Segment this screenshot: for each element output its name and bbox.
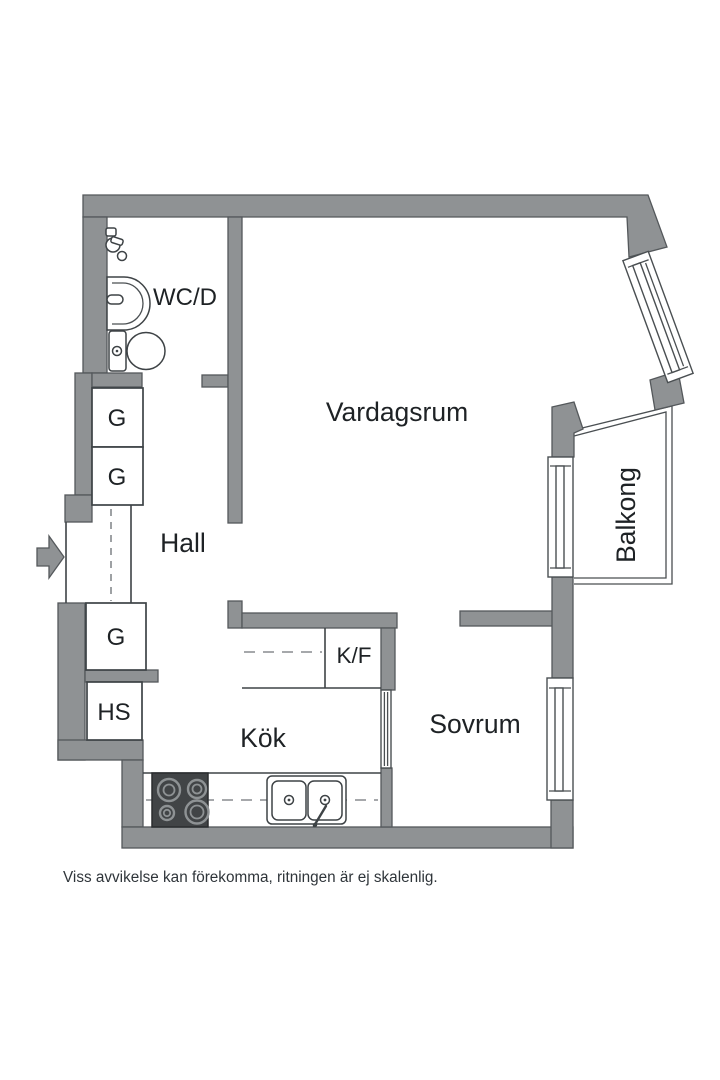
- closet-label-g1: G: [108, 405, 127, 432]
- g-hs-divider: [84, 669, 159, 683]
- left-wall-mid: [74, 372, 93, 496]
- stove-icon: [151, 772, 210, 828]
- below-hs-wall: [57, 739, 144, 761]
- right-wall-bottom: [550, 799, 574, 849]
- labels: WC/D Vardagsrum Hall Balkong G G G HS K/…: [97, 284, 641, 753]
- toilet-icon: [108, 330, 166, 372]
- kf-wall-lip: [227, 600, 243, 629]
- balcony-railing: [573, 405, 673, 585]
- washer-valve-icon: [105, 227, 128, 262]
- mid-right-wall: [551, 576, 574, 679]
- diagonal-window-icon: [621, 250, 695, 384]
- closet-label-g2: G: [108, 464, 127, 491]
- left-wall-lower: [57, 602, 86, 761]
- closet-label-hs: HS: [97, 699, 130, 726]
- closet-g2: [91, 446, 144, 506]
- walls: [57, 194, 685, 849]
- closet-label-g3: G: [107, 624, 126, 651]
- closet-g3: [85, 602, 147, 671]
- bottom-wall: [121, 826, 574, 849]
- kitchen-right-wall: [380, 767, 393, 828]
- kitchen-partition-window-icon: [380, 689, 392, 769]
- room-label-sovrum: Sovrum: [429, 709, 520, 739]
- balcony-door-window-icon: [547, 456, 574, 578]
- kf-top-wall: [241, 612, 398, 629]
- balcony-top-stub: [551, 401, 584, 458]
- sovrum-window-icon: [546, 677, 574, 801]
- kitchen-counter: [143, 772, 381, 828]
- entry: [36, 505, 132, 603]
- wcd-bottom-wall: [91, 372, 143, 388]
- room-label-wcd: WC/D: [153, 284, 217, 311]
- room-label-vardagsrum: Vardagsrum: [326, 397, 468, 427]
- room-label-balkong: Balkong: [611, 467, 641, 563]
- entry-wall-step: [64, 494, 93, 523]
- sovrum-north-wall: [459, 610, 554, 627]
- kitchen-left-step: [121, 759, 144, 828]
- entry-arrow-icon: [36, 533, 65, 581]
- hall-vardagsrum-wall: [227, 216, 243, 524]
- kf-right-wall: [380, 627, 396, 691]
- kitchen-sink-icon: [266, 775, 347, 828]
- cabinet-label-kf: K/F: [336, 643, 371, 668]
- closet-hs: [86, 681, 143, 741]
- closets: [85, 387, 147, 741]
- room-label-hall: Hall: [160, 528, 206, 558]
- wcd-door-stub: [201, 374, 229, 388]
- disclaimer-text: Viss avvikelse kan förekomma, ritningen …: [63, 869, 438, 886]
- room-label-kok: Kök: [240, 723, 286, 753]
- top-wall: [82, 194, 668, 258]
- closet-g1: [91, 387, 144, 448]
- sink-icon: [106, 276, 151, 331]
- kf-cabinet: [242, 628, 381, 689]
- wcd-left-wall: [82, 216, 108, 374]
- wcd-fixtures: [105, 227, 166, 372]
